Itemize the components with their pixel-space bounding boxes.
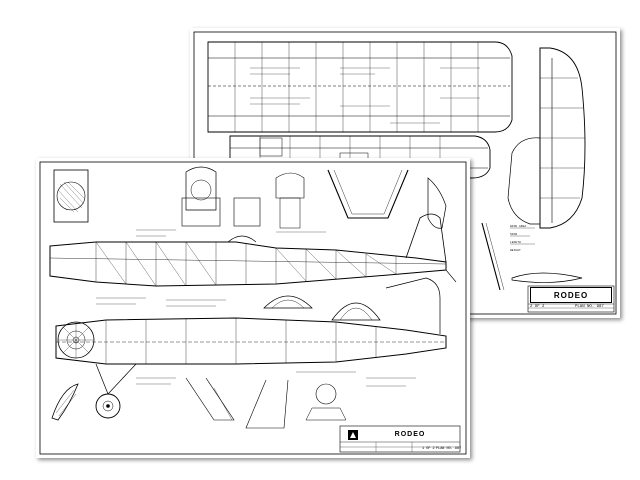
title-block: RODEO — [530, 287, 612, 303]
wing-plan-drawing — [193, 31, 617, 315]
plan-sheet-1: RODEO 1 OF 2 PLAN NO. 987 — [36, 158, 470, 458]
legend-wing-area: WING AREA — [510, 225, 527, 228]
sheet-number: 1 OF 2 — [422, 447, 435, 451]
plan-number: PLAN NO. 987 — [436, 447, 462, 451]
plan-number: PLAN NO. 987 — [575, 305, 604, 309]
legend-weight: WEIGHT — [510, 249, 521, 252]
plan-title: RODEO — [394, 430, 426, 438]
fuselage-plan-drawing — [39, 161, 467, 455]
designer-logo-icon — [348, 430, 358, 440]
sheet-number: 2 OF 2 — [530, 305, 545, 309]
plan-title: RODEO — [553, 290, 589, 300]
title-block: RODEO — [362, 427, 458, 441]
legend-span: SPAN — [510, 233, 518, 236]
legend-length: LENGTH — [510, 241, 521, 244]
